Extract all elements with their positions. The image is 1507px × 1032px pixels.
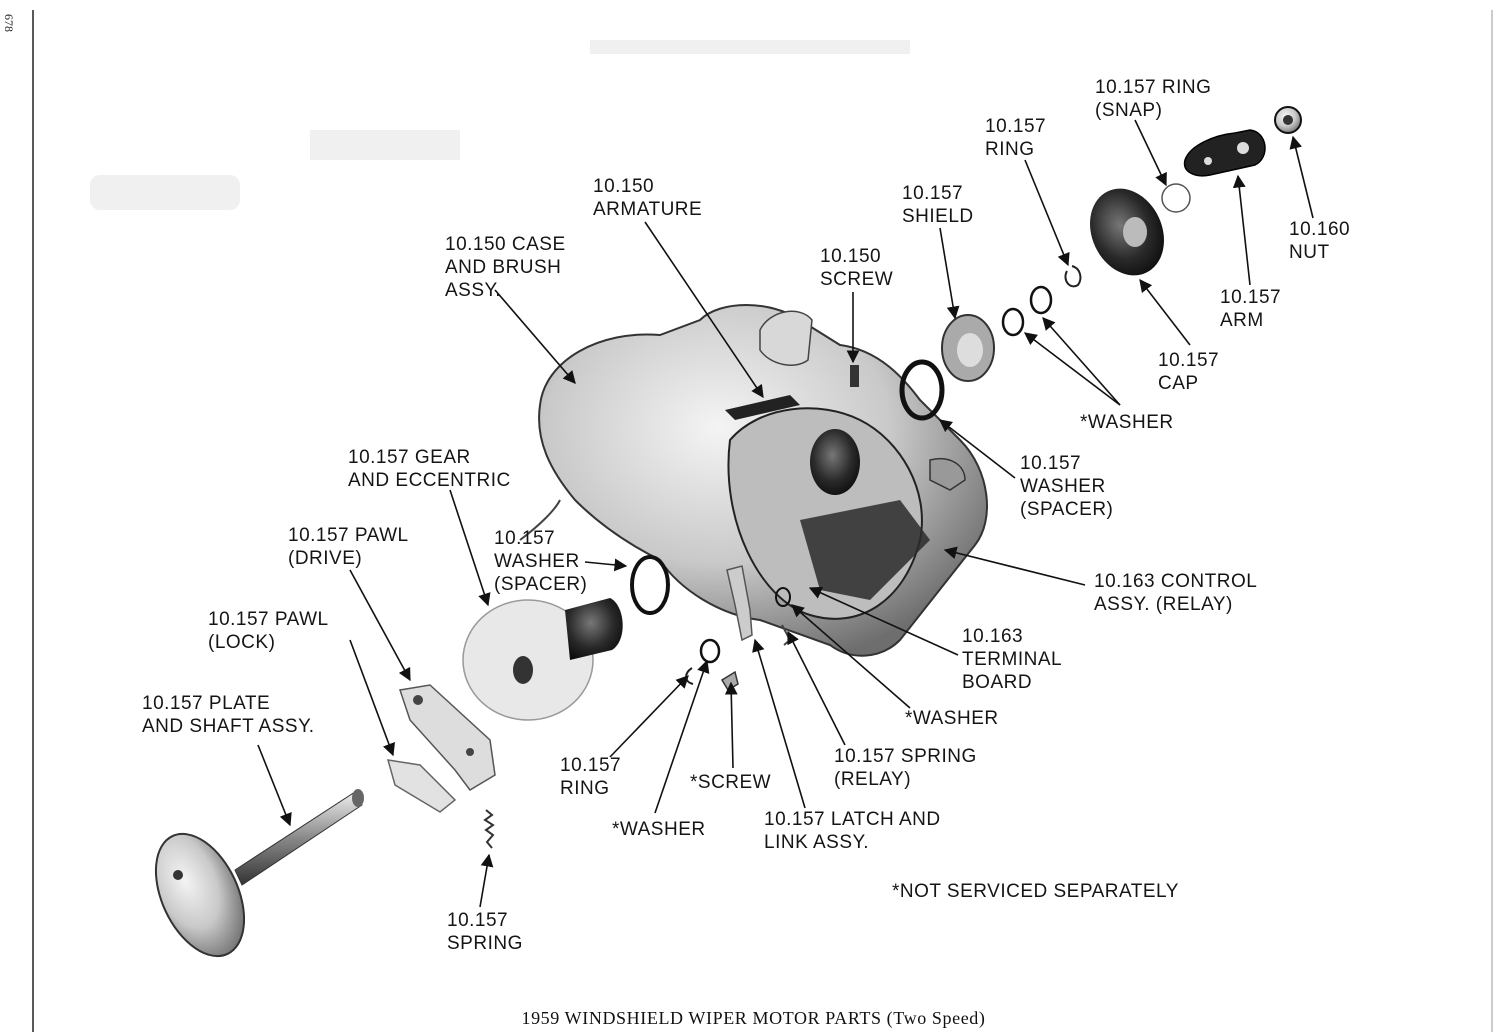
label-washer-bottom: *WASHER — [612, 819, 706, 840]
washer-mid-part — [775, 587, 791, 607]
leader-lines — [257, 119, 1314, 908]
plate-shaft-part — [154, 789, 364, 958]
washer-top-2 — [1001, 307, 1025, 337]
spring-part — [483, 809, 495, 849]
gear-eccentric-part — [462, 598, 623, 721]
snap-ring-part — [1161, 183, 1191, 213]
pawl-drive-part — [399, 684, 496, 791]
pawl-lock-part — [386, 759, 457, 813]
label-screw-bottom: *SCREW — [690, 772, 772, 793]
nut-part — [1274, 106, 1302, 134]
shield-part — [941, 314, 995, 382]
cap-part — [1090, 188, 1164, 276]
ghost-background — [90, 40, 910, 210]
label-pawl-lock: 10.157 PAWL(LOCK) — [208, 609, 329, 653]
latch-link-part — [726, 565, 753, 642]
footnote-not-serviced: *NOT SERVICED SEPARATELY — [892, 881, 1179, 902]
ring-top-part — [1064, 265, 1082, 288]
washer-spacer-right-part — [899, 359, 945, 421]
label-washer-top: *WASHER — [1080, 412, 1174, 433]
figure-caption: 1959 WINDSHIELD WIPER MOTOR PARTS (Two S… — [521, 1008, 986, 1028]
washer-top-1 — [1029, 285, 1053, 315]
label-washer-mid: *WASHER — [905, 708, 999, 729]
arm-part — [1183, 129, 1266, 177]
motor-housing-illustration — [519, 304, 988, 657]
label-pawl-drive: 10.157 PAWL(DRIVE) — [288, 525, 409, 569]
screw-bottom-part — [720, 670, 739, 692]
label-spring-relay: 10.157 SPRING(RELAY) — [834, 746, 977, 790]
washer-spacer-left-part — [630, 555, 670, 615]
washer-bottom-part — [699, 638, 721, 664]
label-ring-snap: 10.157 RING(SNAP) — [1095, 77, 1212, 121]
